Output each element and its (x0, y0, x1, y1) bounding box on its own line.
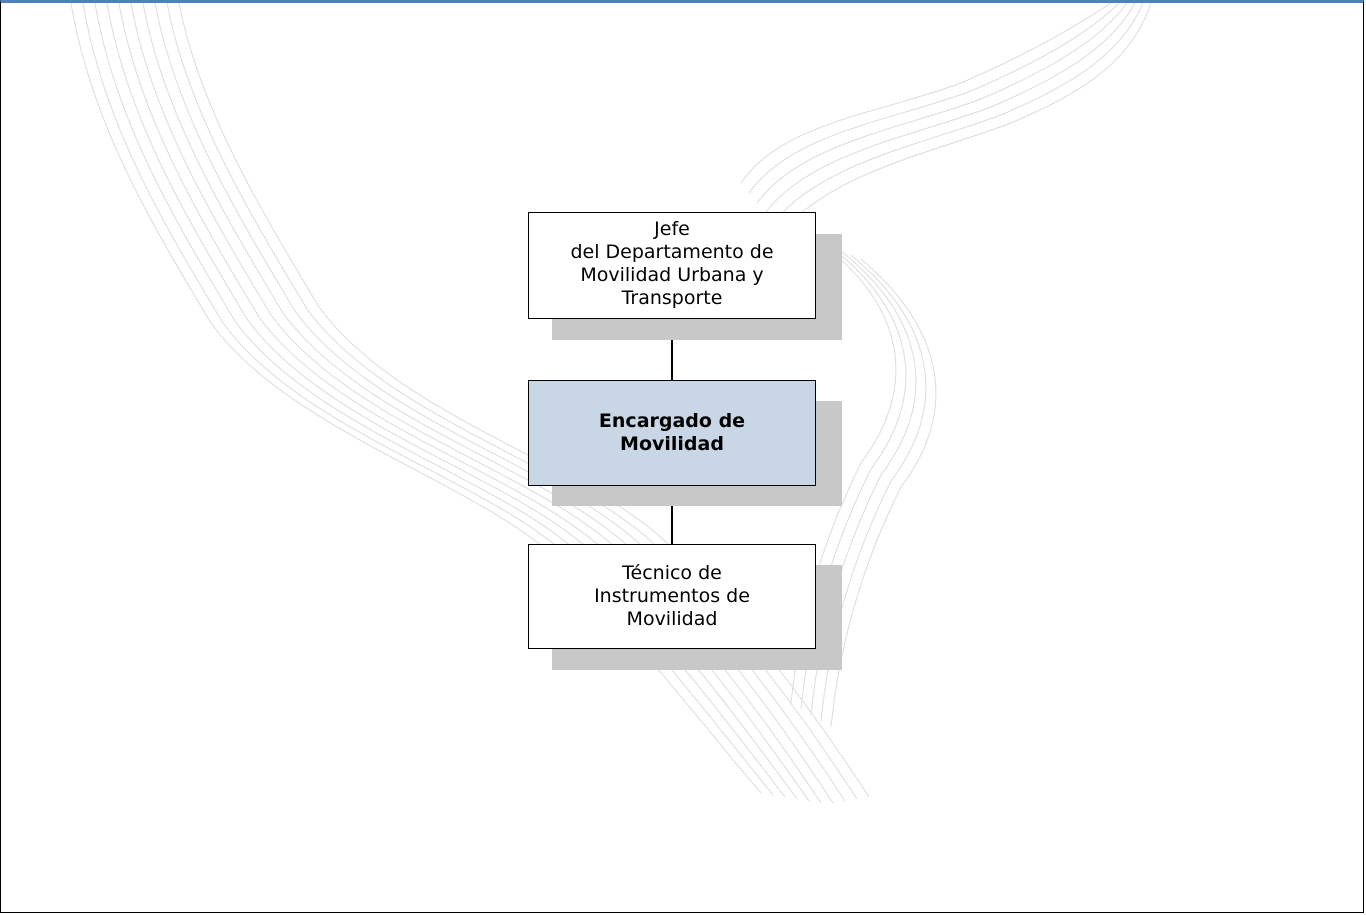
decorative-wave-watermark (70, 3, 1152, 804)
org-node-encargado-movilidad: Encargado de Movilidad (528, 380, 816, 486)
org-node-label: Jefe del Departamento de Movilidad Urban… (570, 217, 774, 309)
connector-encargado-tecnico (671, 485, 673, 545)
org-node-label: Técnico de Instrumentos de Movilidad (594, 562, 750, 630)
org-node-tecnico-instrumentos: Técnico de Instrumentos de Movilidad (528, 544, 816, 649)
connector-jefe-encargado (671, 318, 673, 381)
org-node-label: Encargado de Movilidad (598, 410, 746, 455)
org-node-jefe-departamento: Jefe del Departamento de Movilidad Urban… (528, 212, 816, 319)
